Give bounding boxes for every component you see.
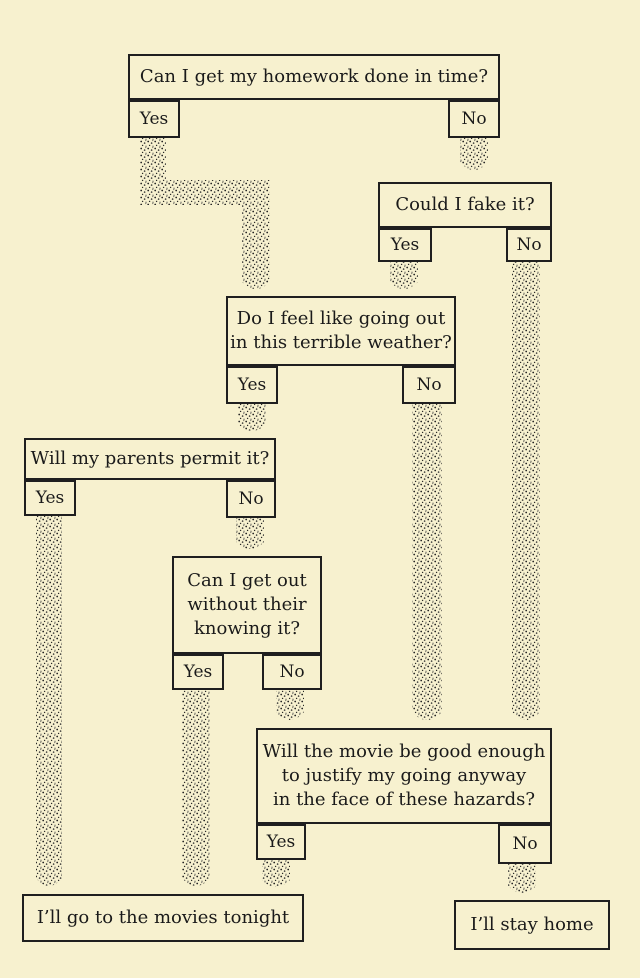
outcome-stay-text: I’ll stay home [470, 913, 594, 935]
connector-fake-no [512, 262, 540, 720]
question-sneak-text: Can I get out without their knowing it? [187, 569, 307, 640]
answer-label: Yes [237, 375, 267, 395]
connector-homework-yes [140, 138, 270, 289]
answer-label: No [461, 109, 487, 129]
answer-label: Yes [35, 488, 65, 508]
answer-parents-yes: Yes [24, 480, 76, 516]
question-weather-text: Do I feel like going out in this terribl… [230, 307, 452, 353]
outcome-stay-home: I’ll stay home [454, 900, 610, 950]
question-movie-text: Will the movie be good enough to justify… [262, 740, 546, 811]
question-weather: Do I feel like going out in this terribl… [226, 296, 456, 366]
answer-fake-yes: Yes [378, 228, 432, 262]
answer-weather-yes: Yes [226, 366, 278, 404]
answer-label: Yes [390, 235, 420, 255]
answer-label: No [416, 375, 442, 395]
answer-movie-no: No [498, 824, 552, 864]
answer-label: No [512, 834, 538, 854]
outcome-go-text: I’ll go to the movies tonight [36, 906, 290, 928]
answer-sneak-yes: Yes [172, 654, 224, 690]
answer-movie-yes: Yes [256, 824, 306, 860]
connector-sneak-yes [182, 690, 210, 886]
answer-parents-no: No [226, 480, 276, 518]
answer-label: No [516, 235, 542, 255]
connector-movie-yes [262, 860, 290, 887]
outcome-go-to-movies: I’ll go to the movies tonight [22, 894, 304, 942]
connector-weather-no [412, 404, 442, 720]
answer-homework-yes: Yes [128, 100, 180, 138]
question-parents: Will my parents permit it? [24, 438, 276, 480]
answer-homework-no: No [448, 100, 500, 138]
answer-sneak-no: No [262, 654, 322, 690]
question-parents-text: Will my parents permit it? [30, 447, 270, 469]
question-movie: Will the movie be good enough to justify… [256, 728, 552, 824]
answer-label: Yes [139, 109, 169, 129]
question-sneak: Can I get out without their knowing it? [172, 556, 322, 654]
question-homework-text: Can I get my homework done in time? [139, 65, 489, 87]
question-homework: Can I get my homework done in time? [128, 54, 500, 100]
answer-weather-no: No [402, 366, 456, 404]
answer-label: No [279, 662, 305, 682]
connector-sneak-no [276, 690, 304, 720]
connector-movie-no [508, 864, 536, 893]
connector-parents-no [236, 518, 264, 549]
connector-weather-yes [238, 404, 266, 431]
answer-label: Yes [183, 662, 213, 682]
connector-homework-no [460, 138, 488, 170]
question-fake: Could I fake it? [378, 182, 552, 228]
connector-fake-yes [390, 262, 418, 289]
answer-label: Yes [266, 832, 296, 852]
answer-label: No [238, 489, 264, 509]
question-fake-text: Could I fake it? [395, 193, 535, 215]
connector-parents-yes [36, 516, 62, 886]
answer-fake-no: No [506, 228, 552, 262]
